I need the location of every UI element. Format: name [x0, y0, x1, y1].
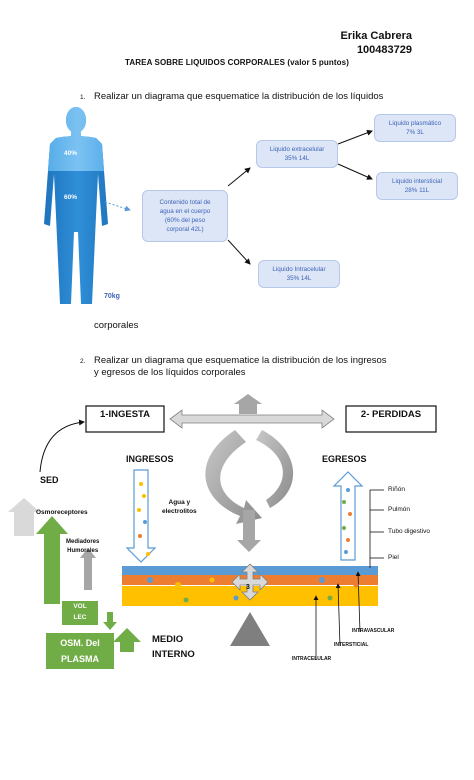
question-1-number: 1.	[80, 94, 86, 101]
ingesta-label: 1-INGESTA	[100, 409, 150, 420]
question-2-text-line1: Realizar un diagrama que esquematice la …	[94, 355, 387, 366]
egresos-label: EGRESOS	[322, 454, 367, 464]
osmoreceptores-label: Osmoreceptores	[36, 509, 88, 516]
vol-lec-box: VOL LEC	[62, 601, 98, 625]
medio-interno-label: MEDIO INTERNO	[152, 634, 195, 660]
water-electrolytes-label: Agua y electrolitos	[162, 499, 197, 515]
mediadores-label: Mediadores Humorales	[66, 539, 100, 554]
ingresos-label: INGRESOS	[126, 454, 174, 464]
intravascular-label: INTRAVASCULAR	[352, 628, 395, 634]
distribution-arrows	[104, 129, 373, 265]
ingesta-box	[85, 405, 165, 433]
body-weight: 70kg	[104, 293, 120, 300]
question-2-text-line2: y egresos de los líquidos corporales	[94, 367, 246, 378]
tubo-digestivo-label: Tubo digestivo	[388, 528, 431, 535]
question-1-text: Realizar un diagrama que esquematice la …	[94, 91, 384, 102]
rinon-label: Riñón	[388, 486, 405, 493]
human-figure	[44, 107, 108, 304]
author-name: Erika Cabrera	[340, 30, 412, 42]
osm-plasma-box: OSM. Del PLASMA	[46, 633, 114, 669]
question-1-continuation: corporales	[94, 320, 139, 331]
perdidas-box	[345, 405, 437, 433]
particle-dots	[137, 482, 359, 603]
center-number: 3	[246, 584, 250, 591]
pulmon-label: Pulmón	[388, 506, 411, 513]
body-percent-bottom: 60%	[64, 194, 78, 201]
body-percent-top: 40%	[64, 150, 78, 157]
piel-label: Piel	[388, 554, 399, 561]
perdidas-label: 2- PERDIDAS	[360, 409, 422, 420]
author-id: 100483729	[356, 44, 412, 56]
interstitial-box: Liquido intersticial 28% 11L	[376, 172, 458, 200]
total-water-box: Contenido total de agua en el cuerpo (60…	[142, 190, 228, 242]
intake-output-diagram	[8, 394, 437, 660]
intracelular-label: INTRACELULAR	[292, 656, 332, 662]
intersticial-label: INTERSTICIAL	[334, 642, 369, 648]
question-2-number: 2.	[80, 358, 86, 365]
plasma-box: Liquido plasmático 7% 3L	[374, 114, 456, 142]
intracellular-box: Liquido Intracelular 35% 14L	[258, 260, 340, 288]
document-title: TAREA SOBRE LIQUIDOS CORPORALES (valor 5…	[125, 58, 349, 67]
extracellular-box: Liquido extracelular 35% 14L	[256, 140, 338, 168]
sed-label: SED	[40, 475, 59, 485]
